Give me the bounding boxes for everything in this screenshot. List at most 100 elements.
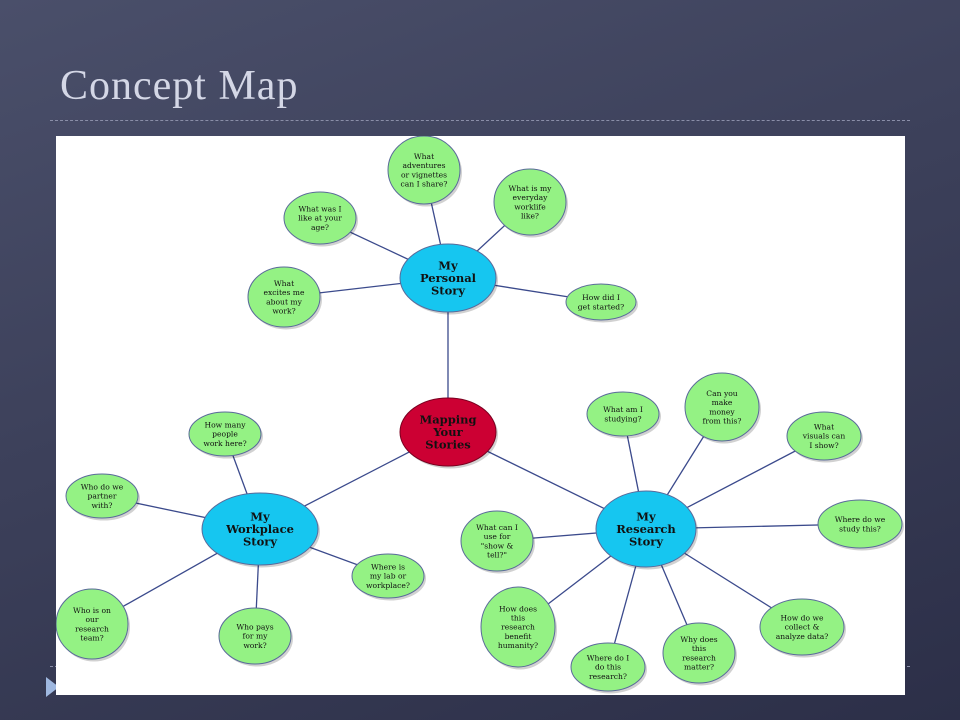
node-label-line: visuals can <box>802 432 846 441</box>
node-bubble <box>493 168 567 236</box>
node-label-line: like at your <box>298 214 342 223</box>
node-label-line: studying? <box>604 414 641 423</box>
node-label-line: What <box>274 279 294 288</box>
node-label-line: age? <box>311 223 329 232</box>
node-label-line: like? <box>521 211 539 220</box>
node-label-line: research <box>75 624 109 633</box>
node-label-line: Workplace <box>225 522 294 536</box>
node-label-line: What <box>414 152 434 161</box>
node-label-line: my lab or <box>370 572 407 581</box>
node-bubble <box>460 510 534 572</box>
node-label-line: analyze data? <box>776 632 829 641</box>
node-label-line: My <box>250 510 270 524</box>
node-bubble <box>786 411 862 461</box>
node-label-line: work? <box>272 306 295 315</box>
node-bubble <box>684 372 760 442</box>
node-label-line: How did I <box>582 293 620 302</box>
node-label-line: research <box>501 623 535 632</box>
node-bubble <box>65 473 139 519</box>
node-label-line: Your <box>432 425 463 439</box>
node-bubble <box>586 391 660 437</box>
node-bubble <box>565 283 637 321</box>
node-label-line: this <box>692 644 706 653</box>
node-label-line: What can I <box>476 523 518 532</box>
node-label-line: or vignettes <box>401 170 447 179</box>
node-label-line: Story <box>243 535 277 549</box>
node-label-line: What <box>814 422 834 431</box>
node-label-line: about my <box>266 297 303 306</box>
node-label-line: Research <box>616 522 676 536</box>
node-bubble <box>387 136 461 205</box>
node-label-line: Where do I <box>587 653 630 662</box>
node-label-line: people <box>212 430 238 439</box>
node-label-line: I show? <box>809 441 838 450</box>
node-label-line: worklife <box>514 202 546 211</box>
node-label-line: our <box>85 615 98 624</box>
node-label-line: Can you <box>706 389 738 398</box>
node-label-line: excites me <box>263 288 305 297</box>
node-bubble <box>56 588 129 660</box>
node-label-line: Story <box>629 535 663 549</box>
node-label-line: "show & <box>481 541 514 550</box>
node-label-line: study this? <box>839 524 881 533</box>
node-label-line: workplace? <box>366 581 410 590</box>
node-label-line: What is my <box>509 184 553 193</box>
title-divider <box>50 120 910 121</box>
node-label-line: Who do we <box>81 482 124 491</box>
node-label-line: can I share? <box>400 179 447 188</box>
node-label-line: What am I <box>603 405 643 414</box>
node-bubble <box>351 553 425 599</box>
node-bubble <box>399 243 497 313</box>
node-label-line: Personal <box>420 271 477 285</box>
node-label-line: this <box>511 613 525 622</box>
node-label-line: humanity? <box>498 641 538 650</box>
node-label-line: get started? <box>578 302 624 311</box>
node-label-line: benefit <box>505 632 532 641</box>
node-bubble <box>201 492 319 566</box>
node-label-line: do this <box>595 663 621 672</box>
node-label-line: Where do we <box>835 515 886 524</box>
node-label-line: partner <box>87 492 116 501</box>
node-label-line: with? <box>92 501 113 510</box>
node-label-line: from this? <box>703 416 742 425</box>
bullet-arrow-icon <box>46 677 59 697</box>
node-label-line: My <box>438 259 458 273</box>
node-bubble <box>188 411 262 457</box>
node-bubble <box>817 499 903 549</box>
node-label-line: My <box>636 510 656 524</box>
